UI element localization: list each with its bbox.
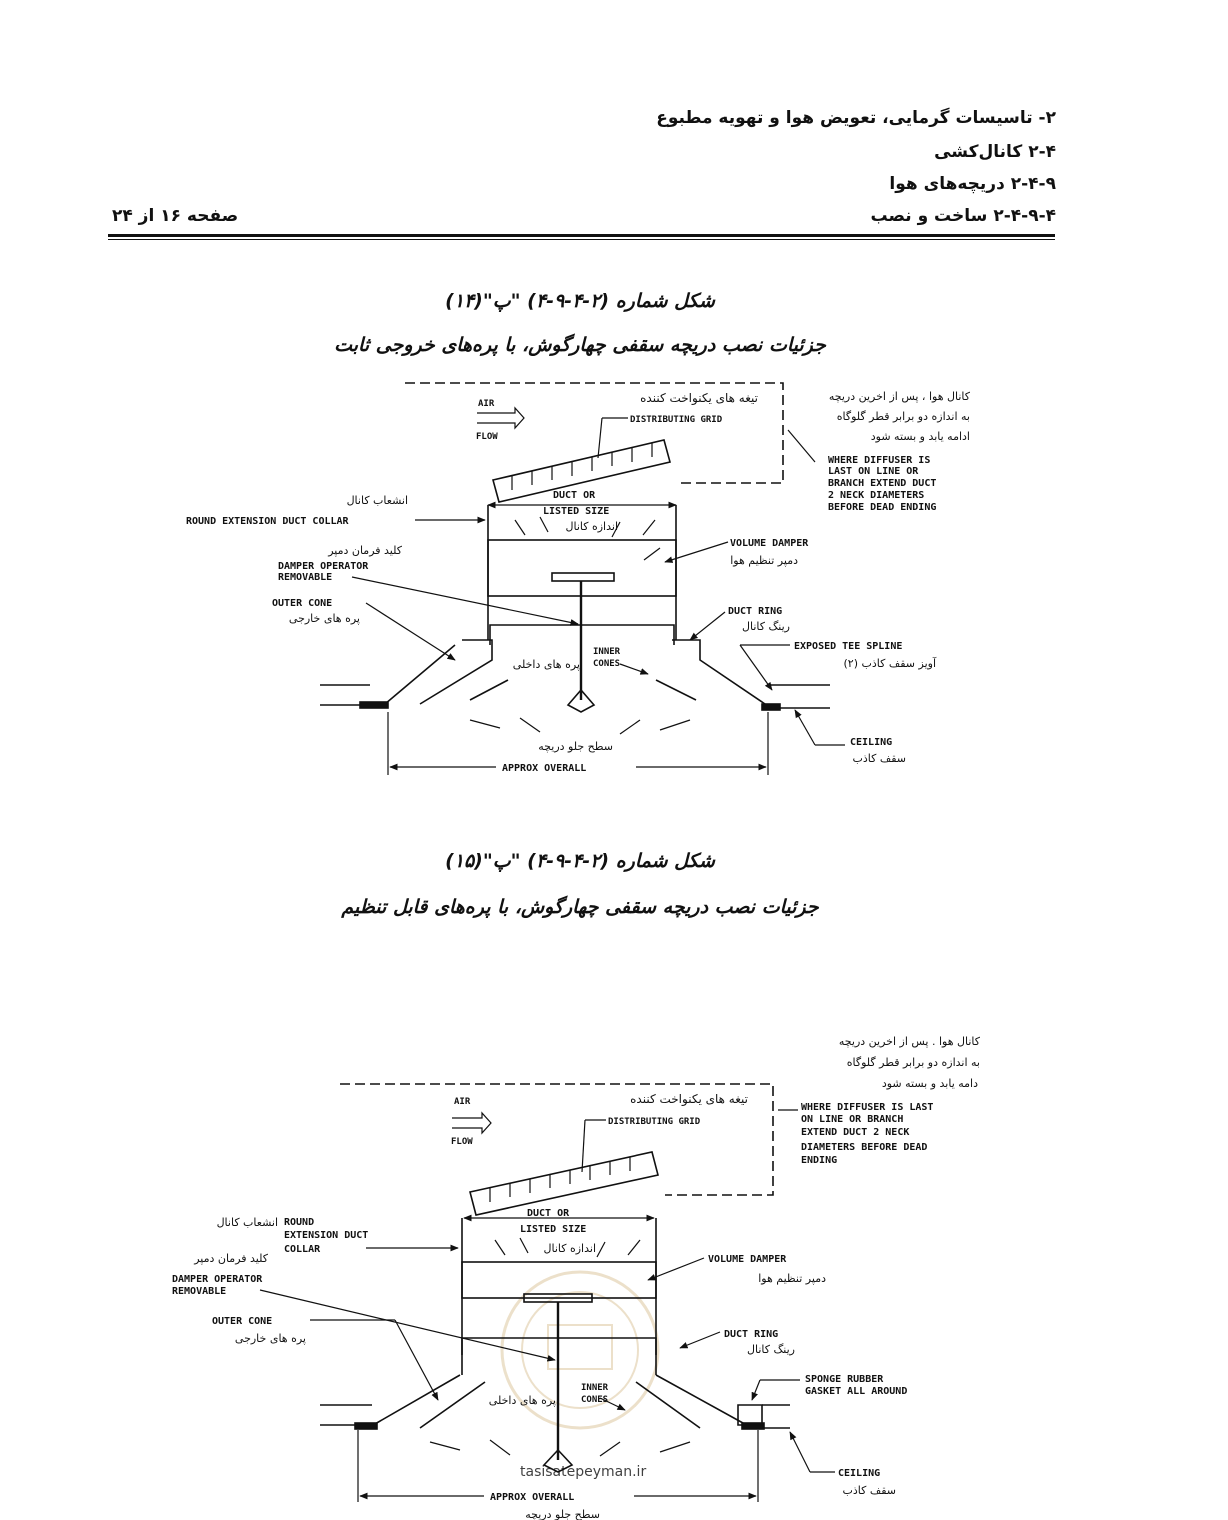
- f14-ceiling-fa: سقف کاذب: [852, 752, 906, 765]
- figure14-diagram: [320, 382, 845, 775]
- f14-note-fa-1: کانال هوا ، پس از اخرین دریچه: [829, 390, 971, 403]
- f14-ceiling-en: CEILING: [850, 737, 892, 748]
- f15-ring-fa: رینگ کانال: [747, 1343, 795, 1356]
- f15-ring-en: DUCT RING: [724, 1329, 778, 1340]
- f14-overall-en: APPROX OVERALL: [502, 763, 586, 774]
- f15-damper-en: VOLUME DAMPER: [708, 1254, 787, 1265]
- f15-note-en-2: ON LINE OR BRANCH: [801, 1114, 903, 1125]
- f15-sponge-en-1: SPONGE RUBBER: [805, 1374, 884, 1385]
- f14-note-en-5: BEFORE DEAD ENDING: [828, 502, 936, 513]
- watermark-url: tasisatepeyman.ir: [520, 1464, 646, 1480]
- f14-grid-fa: تیغه های یکنواخت کننده: [640, 391, 758, 406]
- f15-note-fa-1: کانال هوا . پس از اخرین دریچه: [839, 1035, 981, 1048]
- f14-note-en-1: WHERE DIFFUSER IS: [828, 455, 930, 466]
- f14-inner-en-2: CONES: [593, 659, 620, 669]
- header-line-2: ۲-۴ کانال‌کشی: [934, 142, 1056, 162]
- f14-tee-en: EXPOSED TEE SPLINE: [794, 641, 902, 652]
- f14-inner-fa: پره های داخلی: [513, 658, 580, 671]
- f14-operator-en-2: REMOVABLE: [278, 572, 332, 583]
- f15-grid-en: DISTRIBUTING GRID: [608, 1117, 701, 1127]
- f14-damper-fa: دمپر تنظیم هوا: [730, 554, 798, 567]
- f15-inner-en-2: CONES: [581, 1395, 608, 1405]
- f15-operator-en-1: DAMPER OPERATOR: [172, 1274, 263, 1285]
- f15-collar-en-3: COLLAR: [284, 1244, 321, 1255]
- f15-inner-en-1: INNER: [581, 1383, 609, 1393]
- f15-inner-fa: پره های داخلی: [489, 1394, 556, 1407]
- header-rule: [108, 234, 1055, 237]
- f14-duct-1: DUCT OR: [553, 490, 596, 501]
- f14-collar-fa: انشعاب کانال: [347, 494, 408, 507]
- f14-duct-2: LISTED SIZE: [543, 506, 609, 517]
- figure15-title: شکل شماره (۲-۴-۹-۴) "پ"(۱۵): [445, 850, 715, 872]
- f14-air: AIR: [478, 399, 495, 409]
- f15-note-fa-2: به اندازه دو برابر قطر گلوگاه: [847, 1056, 980, 1069]
- f15-sponge-en-2: GASKET ALL AROUND: [805, 1386, 907, 1397]
- f14-outer-fa: پره های خارجی: [289, 612, 360, 625]
- f14-operator-fa: کلید فرمان دمپر: [327, 544, 403, 557]
- f15-face-fa: سطح جلو دریچه: [525, 1508, 600, 1520]
- f14-tee-fa: آویز سقف کاذب (۲): [843, 656, 936, 670]
- figure15-subtitle: جزئیات نصب دریچه سقفی چهارگوش، با پره‌ها…: [341, 896, 819, 918]
- header-line-3: ۲-۴-۹ دریچه‌های هوا: [889, 174, 1056, 194]
- f15-collar-en-2: EXTENSION DUCT: [284, 1230, 368, 1241]
- f14-note-fa-2: به اندازه دو برابر قطر گلوگاه: [837, 410, 970, 423]
- f14-note-en-2: LAST ON LINE OR: [828, 466, 919, 477]
- f14-duct-fa: اندازه کانال: [565, 520, 618, 533]
- header-line-1: ۲- تاسیسات گرمایی، تعویض هوا و تهویه مطب…: [656, 108, 1056, 128]
- f15-air: AIR: [454, 1097, 471, 1107]
- f15-operator-fa: کلید فرمان دمپر: [193, 1252, 269, 1265]
- f14-note-fa-3: ادامه یابد و بسته شود: [871, 430, 970, 443]
- f14-operator-en-1: DAMPER OPERATOR: [278, 561, 369, 572]
- f15-outer-fa: پره های خارجی: [235, 1332, 306, 1345]
- f15-flow: FLOW: [451, 1137, 473, 1147]
- f14-note-en-4: 2 NECK DIAMETERS: [828, 490, 924, 501]
- f14-outer-en: OUTER CONE: [272, 598, 332, 609]
- figure14-subtitle: جزئیات نصب دریچه سقفی چهارگوش، با پره‌ها…: [334, 334, 826, 356]
- f14-note-en-3: BRANCH EXTEND DUCT: [828, 478, 936, 489]
- header-rule-thin: [108, 239, 1055, 240]
- f15-collar-fa: انشعاب کانال: [217, 1216, 278, 1229]
- f15-outer-en: OUTER CONE: [212, 1316, 272, 1327]
- f15-collar-en-1: ROUND: [284, 1217, 314, 1228]
- f15-grid-fa: تیغه های یکنواخت کننده: [630, 1092, 748, 1107]
- f14-flow: FLOW: [476, 432, 498, 442]
- f14-damper-en: VOLUME DAMPER: [730, 538, 809, 549]
- f15-overall-en: APPROX OVERALL: [490, 1492, 574, 1503]
- figure15-diagram: [259, 1083, 835, 1502]
- f15-note-en-1: WHERE DIFFUSER IS LAST: [801, 1102, 933, 1113]
- f14-ring-en: DUCT RING: [728, 606, 782, 617]
- f15-ceiling-en: CEILING: [838, 1468, 880, 1479]
- f15-duct-1: DUCT OR: [527, 1208, 570, 1219]
- f15-damper-fa: دمپر تنظیم هوا: [758, 1272, 826, 1285]
- f14-collar-en: ROUND EXTENSION DUCT COLLAR: [186, 516, 350, 527]
- page-number: صفحه ۱۶ از ۲۴: [112, 206, 239, 226]
- f15-note-en-5: ENDING: [801, 1155, 837, 1166]
- f15-ceiling-fa: سقف کاذب: [842, 1484, 896, 1497]
- f14-grid-en: DISTRIBUTING GRID: [630, 415, 723, 425]
- f15-note-fa-3: دامه یابد و بسته شود: [882, 1077, 978, 1090]
- figure14-title: شکل شماره (۲-۴-۹-۴) "پ"(۱۴): [445, 290, 715, 312]
- f14-inner-en-1: INNER: [593, 647, 621, 657]
- f14-ring-fa: رینگ کانال: [742, 620, 790, 633]
- watermark-seal: [500, 1270, 660, 1430]
- f15-duct-2: LISTED SIZE: [520, 1224, 586, 1235]
- f15-note-en-3: EXTEND DUCT 2 NECK: [801, 1127, 909, 1138]
- header-line-4: ۲-۴-۹-۴ ساخت و نصب: [870, 206, 1056, 226]
- f15-duct-fa: اندازه کانال: [543, 1242, 596, 1255]
- f14-face-fa: سطح جلو دریچه: [538, 740, 613, 753]
- f15-note-en-4: DIAMETERS BEFORE DEAD: [801, 1142, 927, 1153]
- f15-operator-en-2: REMOVABLE: [172, 1286, 226, 1297]
